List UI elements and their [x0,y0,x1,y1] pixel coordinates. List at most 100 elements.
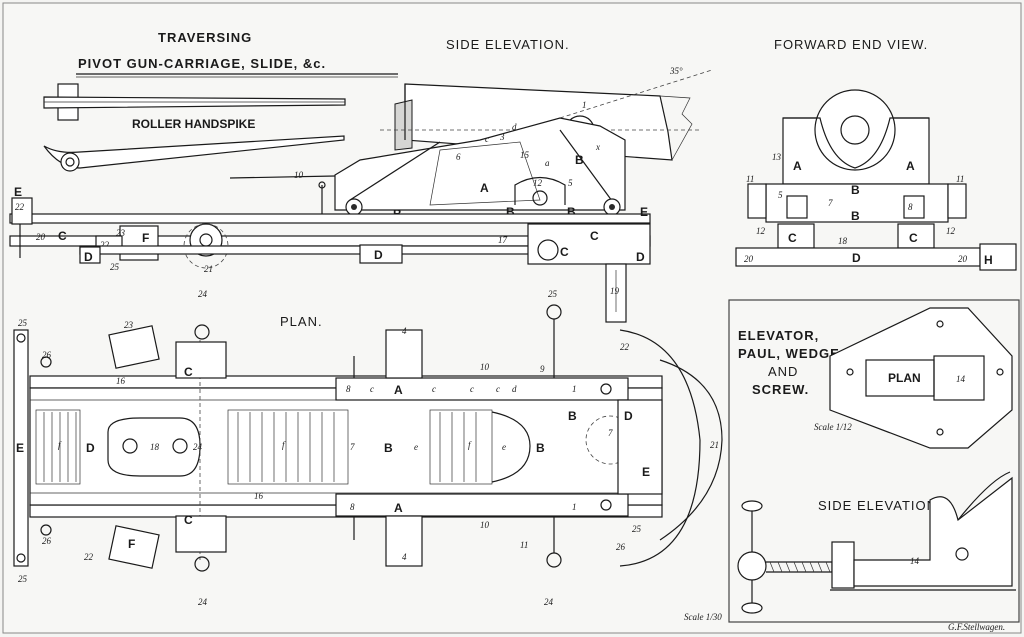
plan-label-f-right: f [468,440,472,450]
plan-label-f-left: f [58,440,62,450]
plan-num-10-top: 10 [480,362,490,372]
plan-label-D-left: D [86,441,95,455]
side-label-F: F [142,231,149,245]
plan-view: 16 16 E 25 25 f D 18 24 f 7 [13,289,723,607]
side-num-1: 1 [582,100,587,110]
fwd-label-A-right: A [906,159,915,173]
fwd-label-C-right: C [909,231,918,245]
fwd-num-18: 18 [838,236,848,246]
side-label-a: a [545,158,550,168]
side-label-E-right: E [640,205,648,219]
plan-label-A-bottom: A [394,501,403,515]
side-num-21: 21 [204,264,213,274]
plan-num-24-top: 24 [198,289,208,299]
plan-num-23-top: 23 [124,320,134,330]
fwd-num-8: 8 [908,202,913,212]
plan-num-16-top: 16 [116,376,126,386]
fwd-num-7: 7 [828,198,833,208]
side-label-D-right: D [636,250,645,264]
plan-label-c-3: c [470,384,474,394]
plan-num-1-top: 1 [572,384,577,394]
side-num-12: 12 [533,178,543,188]
side-label-B-right: B [567,205,576,219]
plan-num-24-mid: 24 [193,442,203,452]
plan-label-c-2: c [432,384,436,394]
plan-num-11: 11 [520,540,528,550]
fwd-label-D: D [852,251,861,265]
side-num-3: 3 [499,132,505,142]
side-num-17: 17 [498,235,508,245]
plan-slats-middle [227,409,349,485]
plan-num-22-bottom: 22 [84,552,94,562]
plan-num-24-bottom: 24 [198,597,208,607]
fwd-label-H: H [984,253,993,267]
side-num-6: 6 [456,152,461,162]
side-label-D-mid: D [374,248,383,262]
plan-num-8-top: 8 [346,384,351,394]
side-elevation-view: 35° 1 A B B B B 12 10 15 a c d 3 6 5 x [9,66,713,323]
plan-num-25-br: 25 [632,524,642,534]
fwd-num-12-left: 12 [756,226,766,236]
fwd-num-13: 13 [772,152,782,162]
plan-label-c-4: c [496,384,500,394]
plan-label-C-bottom: C [184,513,193,527]
angle-label: 35° [669,66,683,76]
elevator-title-4: SCREW. [752,382,809,397]
elevator-scale: Scale 1/12 [814,422,852,432]
side-label-B-mid: B [506,205,515,219]
side-num-23: 23 [116,228,126,238]
side-num-25: 25 [110,262,120,272]
side-label-B-upper: B [575,153,584,167]
plan-label-e-right: e [502,442,506,452]
plan-num-16-bottom: 16 [254,491,264,501]
elevator-title-2: PAUL, WEDGE, [738,346,844,361]
plan-num-22: 22 [620,342,630,352]
plan-title: PLAN. [280,314,323,329]
plan-num-26-br: 26 [616,542,626,552]
fwd-label-A-left: A [793,159,802,173]
side-num-10: 10 [294,170,304,180]
fwd-label-C-left: C [788,231,797,245]
side-label-C-front: C [590,229,599,243]
plan-label-f-mid: f [282,440,286,450]
elevator-panel: ELEVATOR, PAUL, WEDGE, AND SCREW. PLAN 1… [728,299,1020,623]
elevator-side-title: SIDE ELEVATION. [818,498,942,513]
roller-handspike-label: ROLLER HANDSPIKE [132,117,255,131]
plan-label-F: F [128,537,135,551]
fwd-label-B-mid: B [851,209,860,223]
side-num-15: 15 [520,150,530,160]
plan-label-B-left: B [384,441,393,455]
plan-label-e-left: e [414,442,418,452]
plan-label-D-right: D [624,409,633,423]
plan-num-21: 21 [710,440,719,450]
fwd-num-20-right: 20 [958,254,968,264]
plan-num-18-left: 18 [150,442,160,452]
side-num-20: 20 [36,232,46,242]
elevator-plan-label: PLAN [888,371,921,385]
plan-num-24-br: 24 [544,597,554,607]
plan-label-E-right: E [642,465,650,479]
title-line2: PIVOT GUN-CARRIAGE, SLIDE, &c. [78,56,326,71]
elevator-plan-num: 14 [956,374,966,384]
side-label-C-right: C [560,245,569,259]
plan-num-25-tl: 25 [18,318,28,328]
side-label-D-left: D [84,250,93,264]
plan-label-B-right: B [568,409,577,423]
plan-num-1-bottom: 1 [572,502,577,512]
plan-label-B-mid: B [536,441,545,455]
side-num-22b: 22 [100,240,110,250]
footer-signature: G.F.Stellwagen. [948,622,1005,632]
fwd-label-B-top: B [851,183,860,197]
side-label-c: c [485,134,489,144]
plan-slats-left [35,409,81,485]
roller-handspike: ROLLER HANDSPIKE [43,83,346,172]
footer-scale: Scale 1/30 [684,612,722,622]
side-label-E-left: E [14,185,22,199]
side-num-19: 19 [610,286,620,296]
plan-num-25-tr: 25 [548,289,558,299]
side-num-5: 5 [568,178,573,188]
plan-label-E-left: E [16,441,24,455]
plan-label-A-top: A [394,383,403,397]
plan-num-26-tl: 26 [42,350,52,360]
